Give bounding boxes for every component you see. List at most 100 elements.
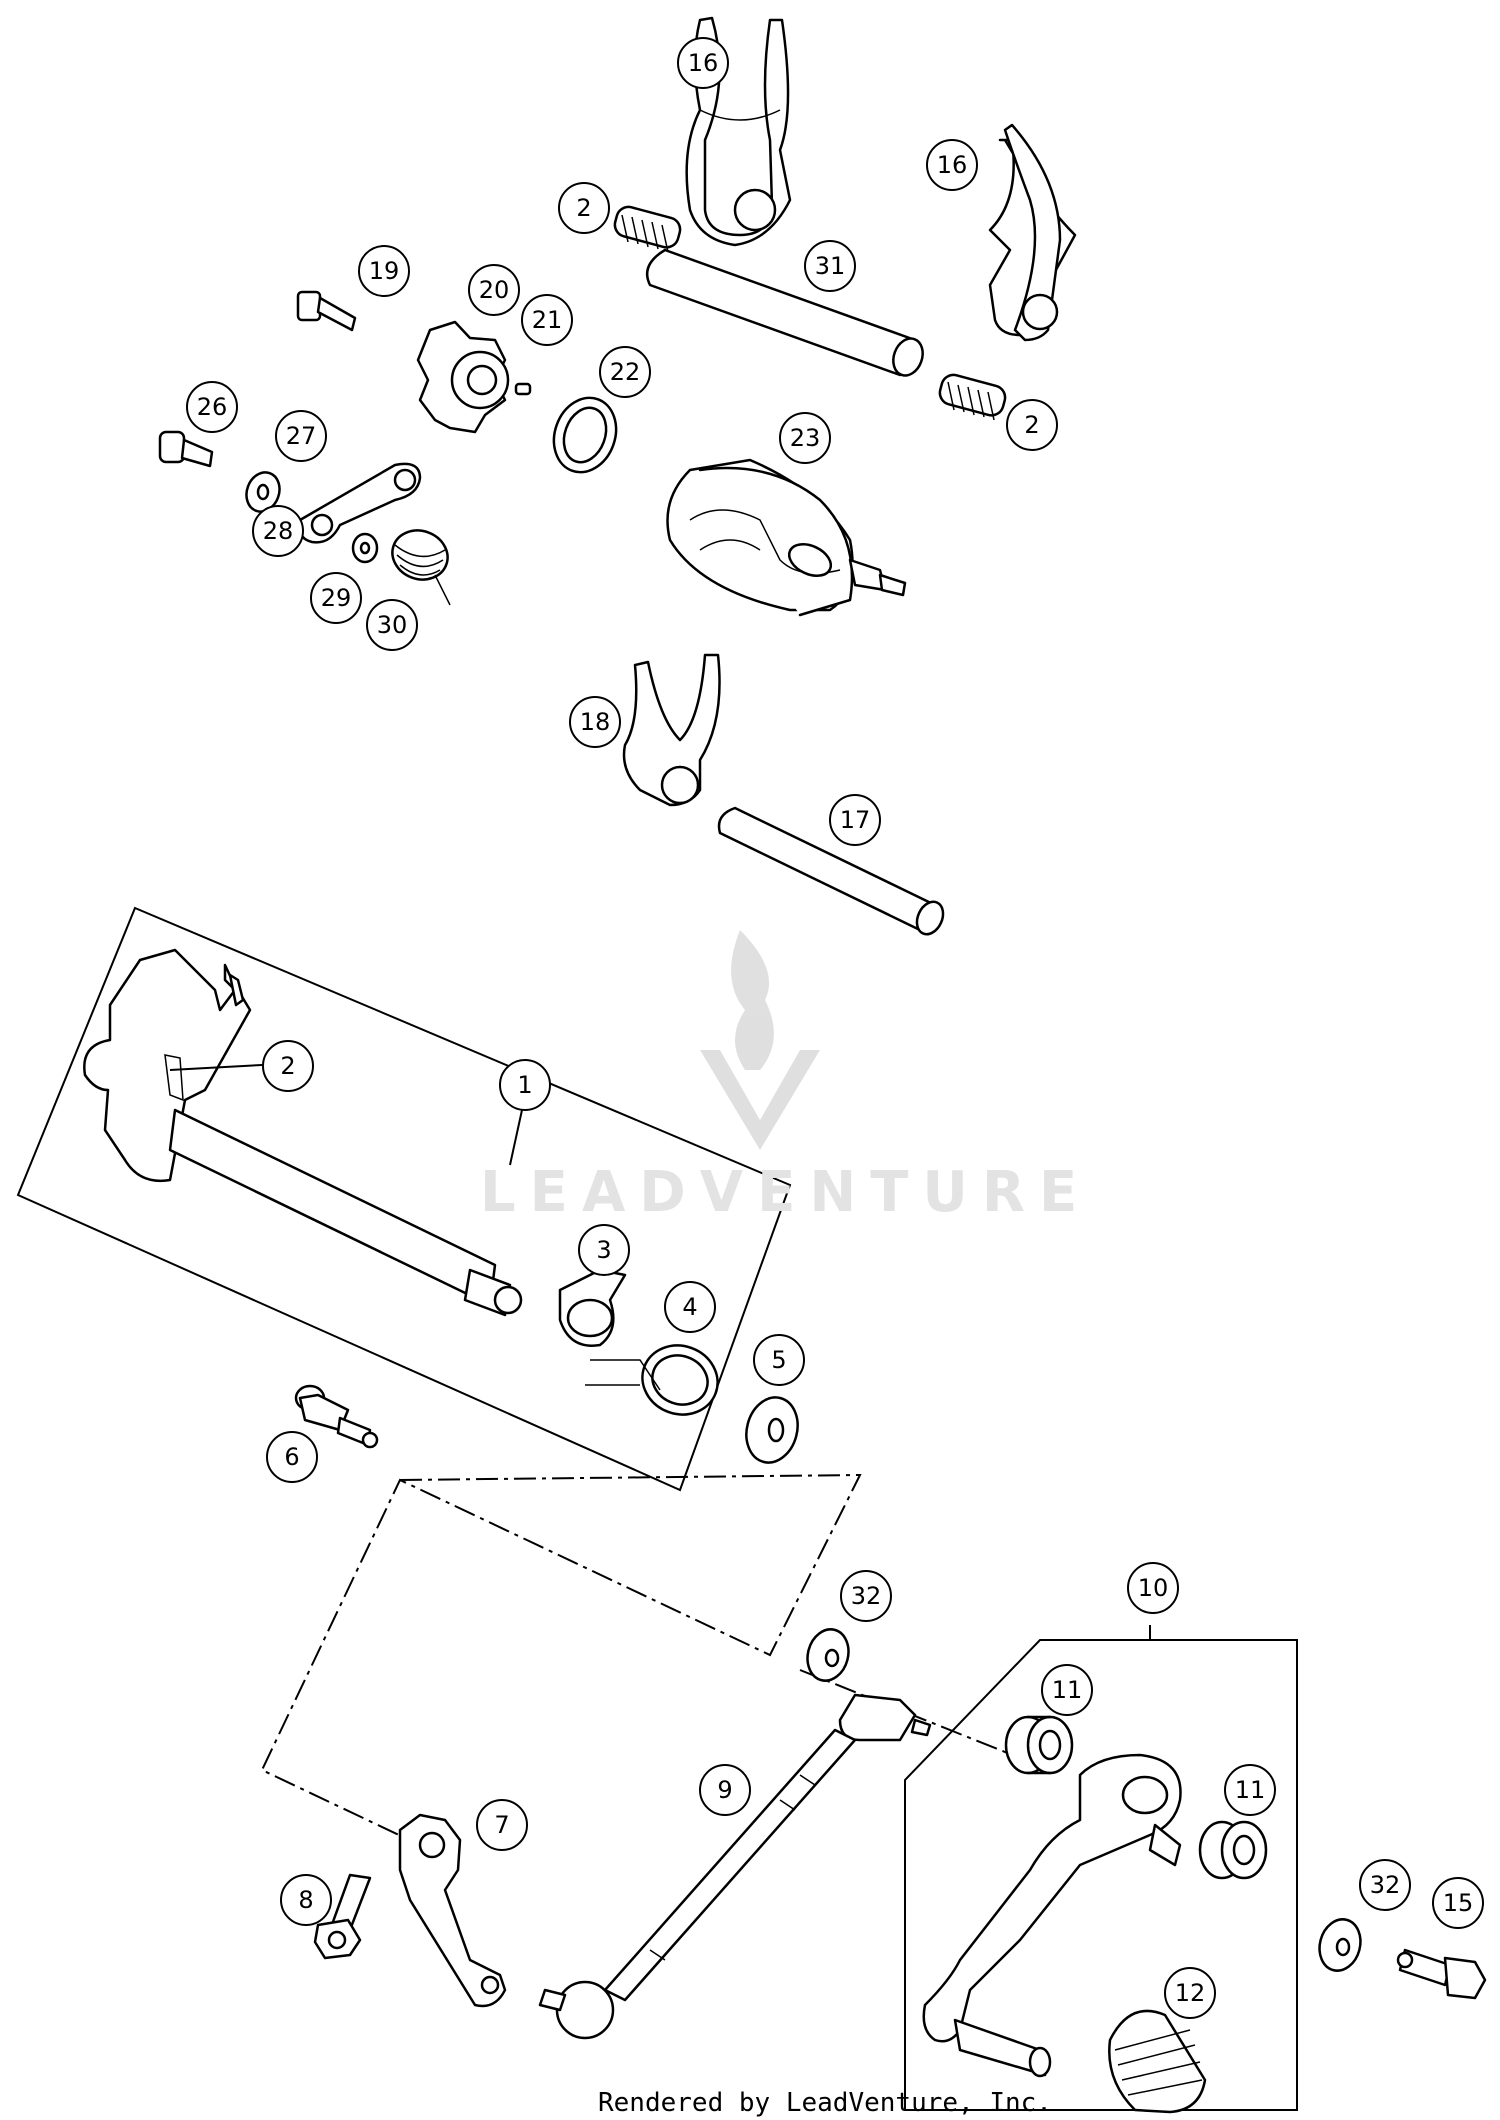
screw-26 xyxy=(158,430,214,468)
svg-text:7: 7 xyxy=(494,1811,509,1839)
footer-credit: Rendered by LeadVenture, Inc. xyxy=(598,2088,1052,2118)
svg-text:4: 4 xyxy=(682,1293,697,1321)
svg-text:18: 18 xyxy=(580,708,611,736)
svg-text:32: 32 xyxy=(851,1582,882,1610)
callout-2-right: 2 xyxy=(1006,399,1058,451)
bolt-6 xyxy=(294,1384,379,1449)
fork-rod-31 xyxy=(645,248,924,377)
callout-16-right: 16 xyxy=(926,139,978,191)
svg-text:6: 6 xyxy=(284,1443,299,1471)
svg-text:19: 19 xyxy=(369,257,400,285)
svg-text:8: 8 xyxy=(298,1886,313,1914)
shift-drum-23 xyxy=(666,458,907,617)
bearing-ring-22 xyxy=(552,396,618,474)
dashed-linkage-outline xyxy=(260,1473,862,1846)
callout-9: 9 xyxy=(699,1764,751,1816)
callout-30: 30 xyxy=(366,599,418,651)
svg-text:10: 10 xyxy=(1138,1574,1169,1602)
dashed-axis-line xyxy=(799,1669,1051,1771)
shift-lever-7 xyxy=(398,1813,507,2008)
svg-text:32: 32 xyxy=(1370,1871,1401,1899)
svg-text:20: 20 xyxy=(479,276,510,304)
callout-5: 5 xyxy=(753,1334,805,1386)
callout-6: 6 xyxy=(266,1431,318,1483)
return-spring-4 xyxy=(585,1344,719,1416)
svg-text:16: 16 xyxy=(688,49,719,77)
pedal-rubber-12 xyxy=(1108,2009,1207,2114)
svg-text:12: 12 xyxy=(1175,1979,1206,2007)
assembly-box-10 xyxy=(904,1639,1298,2111)
shift-rod-9 xyxy=(538,1693,932,2040)
svg-text:1: 1 xyxy=(517,1071,532,1099)
svg-text:29: 29 xyxy=(321,584,352,612)
shift-shaft-1 xyxy=(83,948,523,1317)
screw-19 xyxy=(296,290,357,332)
svg-text:11: 11 xyxy=(1052,1676,1083,1704)
pin-21 xyxy=(514,382,532,396)
svg-text:9: 9 xyxy=(717,1776,732,1804)
callout-7: 7 xyxy=(476,1799,528,1851)
fork-rod-17 xyxy=(717,806,945,936)
callout-16-left: 16 xyxy=(677,37,729,89)
shift-fork-16-right xyxy=(988,123,1077,342)
callout-11-lower: 11 xyxy=(1224,1764,1276,1816)
svg-text:26: 26 xyxy=(197,393,228,421)
clip-3 xyxy=(558,1268,627,1347)
washer-29 xyxy=(351,532,379,564)
callout-1: 1 xyxy=(499,1059,551,1111)
callout-32-center: 32 xyxy=(840,1570,892,1622)
torsion-spring-30 xyxy=(391,529,451,606)
svg-text:27: 27 xyxy=(286,422,317,450)
svg-text:15: 15 xyxy=(1443,1889,1474,1917)
callout-23: 23 xyxy=(779,412,831,464)
callout-3: 3 xyxy=(578,1224,630,1276)
callout-12: 12 xyxy=(1164,1967,1216,2019)
watermark-text: LEADVENTURE xyxy=(480,1160,1092,1225)
shift-pedal-10 xyxy=(922,1753,1182,2078)
svg-text:3: 3 xyxy=(596,1236,611,1264)
callout-15: 15 xyxy=(1432,1877,1484,1929)
shift-star-20 xyxy=(416,320,510,434)
watermark-logo xyxy=(700,930,820,1150)
assembly-box-1 xyxy=(16,906,792,1492)
svg-text:2: 2 xyxy=(1024,411,1039,439)
locking-lever-28 xyxy=(298,462,422,544)
spring-2-right xyxy=(938,373,1007,421)
callout-18: 18 xyxy=(569,696,621,748)
shift-fork-18 xyxy=(622,653,721,807)
svg-text:17: 17 xyxy=(840,806,871,834)
callout-4: 4 xyxy=(664,1281,716,1333)
washer-32-center xyxy=(806,1628,850,1682)
washer-27 xyxy=(245,471,281,513)
bolt-8 xyxy=(313,1873,372,1960)
spring-2-top xyxy=(613,205,682,253)
callout-27: 27 xyxy=(275,410,327,462)
leader-lines xyxy=(169,1064,1151,1640)
bearing-11-lower xyxy=(1198,1820,1268,1880)
callout-22: 22 xyxy=(599,346,651,398)
svg-text:5: 5 xyxy=(771,1346,786,1374)
callout-28: 28 xyxy=(252,505,304,557)
svg-text:30: 30 xyxy=(377,611,408,639)
bearing-11-upper xyxy=(1004,1715,1074,1775)
svg-text:21: 21 xyxy=(532,306,563,334)
svg-text:2: 2 xyxy=(576,194,591,222)
callout-26: 26 xyxy=(186,381,238,433)
svg-text:2: 2 xyxy=(280,1052,295,1080)
svg-text:22: 22 xyxy=(610,358,641,386)
washer-32-right xyxy=(1318,1918,1362,1972)
callout-32-right: 32 xyxy=(1359,1859,1411,1911)
callout-17: 17 xyxy=(829,794,881,846)
svg-text:28: 28 xyxy=(263,517,294,545)
callout-19: 19 xyxy=(358,245,410,297)
callout-20: 20 xyxy=(468,264,520,316)
callout-21: 21 xyxy=(521,294,573,346)
svg-text:31: 31 xyxy=(815,252,846,280)
callout-2-shaft: 2 xyxy=(262,1040,314,1092)
washer-5 xyxy=(745,1396,799,1464)
callout-2-top: 2 xyxy=(558,182,610,234)
callout-31: 31 xyxy=(804,240,856,292)
bolt-15 xyxy=(1396,1948,1487,2000)
svg-text:23: 23 xyxy=(790,424,821,452)
